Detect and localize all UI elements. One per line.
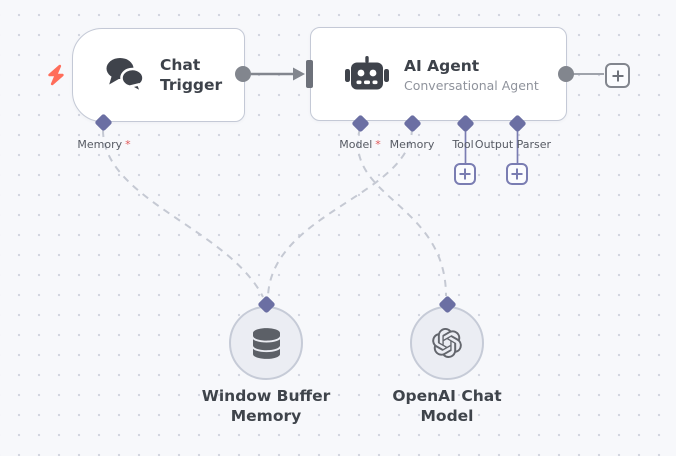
node-ai-agent[interactable]: AI Agent Conversational Agent [310, 27, 567, 121]
wbm-node-label: Window Buffer Memory [201, 387, 331, 425]
robot-icon [345, 55, 389, 93]
ai-agent-model-label: Model* [339, 138, 381, 151]
add-next-node-button[interactable] [605, 63, 630, 88]
chat-trigger-output-port[interactable] [235, 66, 251, 82]
ai-agent-tool-label: Tool [452, 138, 474, 151]
ai-agent-text: AI Agent Conversational Agent [404, 56, 539, 93]
ai-agent-input-port[interactable] [306, 60, 313, 88]
chat-trigger-title: Chat Trigger [160, 56, 223, 94]
ai-agent-output-parser-label: Output Parser [474, 138, 552, 151]
plus-icon [508, 165, 526, 183]
ai-agent-title: AI Agent [404, 56, 480, 75]
node-chat-trigger[interactable]: Chat Trigger [72, 28, 245, 122]
node-window-buffer-memory[interactable] [229, 306, 303, 380]
plus-icon [456, 165, 474, 183]
ai-agent-output-port[interactable] [558, 66, 574, 82]
openai-node-label: OpenAI Chat Model [392, 387, 502, 425]
chat-trigger-memory-label: Memory* [77, 138, 131, 151]
ai-agent-memory-label: Memory [389, 138, 435, 151]
chat-bubbles-icon [103, 55, 147, 95]
ai-agent-subtitle: Conversational Agent [404, 77, 539, 93]
connection-openai-to-ai-agent-model[interactable] [357, 127, 447, 297]
openai-icon [432, 328, 462, 358]
connection-wbm-to-chat-trigger-memory[interactable] [102, 129, 264, 298]
add-tool-button[interactable] [454, 163, 476, 185]
add-output-parser-button[interactable] [506, 163, 528, 185]
plus-icon [607, 65, 628, 86]
node-openai-chat-model[interactable] [410, 306, 484, 380]
lightning-bolt-icon [47, 61, 65, 93]
connection-wbm-to-ai-agent-memory[interactable] [267, 127, 413, 297]
connection-arrowhead-icon [293, 67, 305, 81]
database-icon [252, 327, 280, 359]
